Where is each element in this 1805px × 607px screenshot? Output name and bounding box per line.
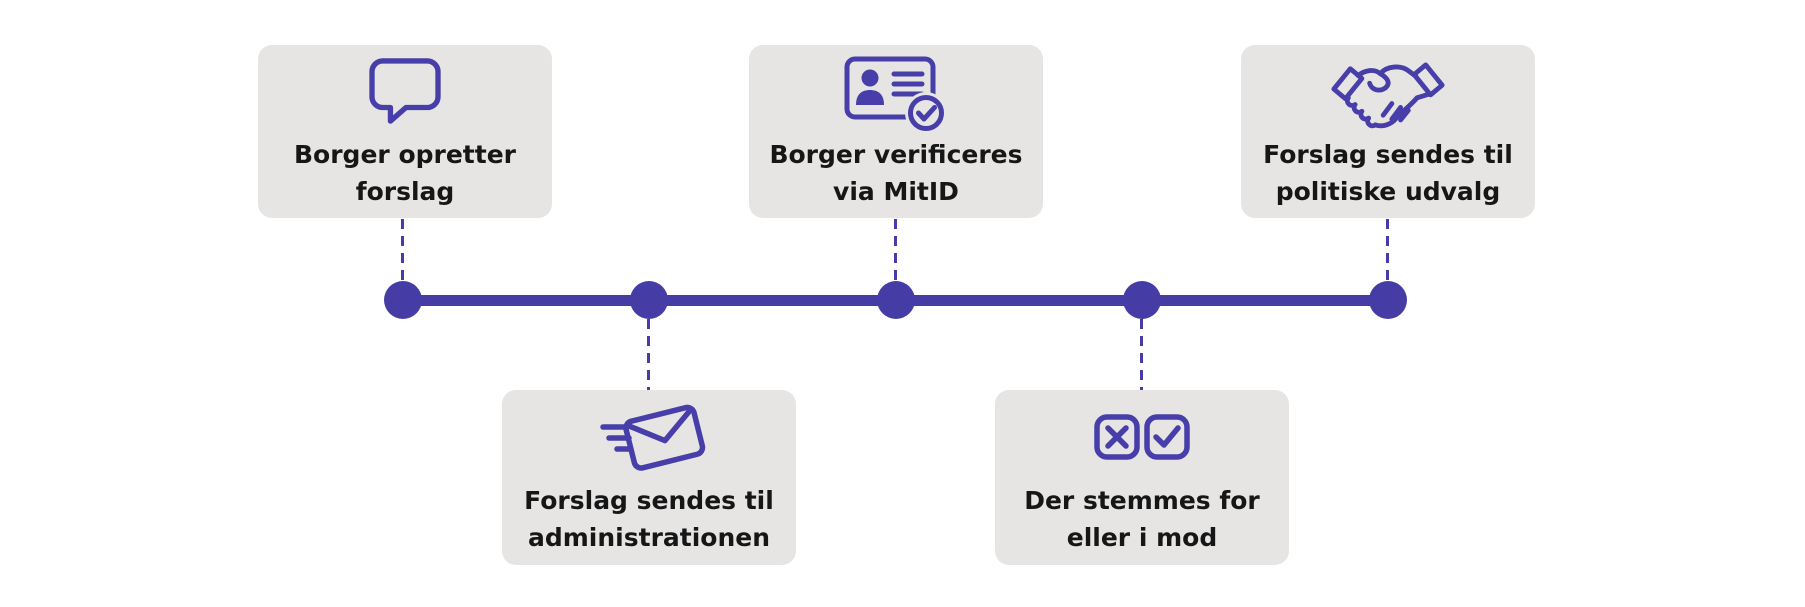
step-label-1: Borger opretter forslag bbox=[294, 136, 516, 210]
step-label-line: politiske udvalg bbox=[1275, 176, 1501, 206]
step-label-5: Forslag sendes til politiske udvalg bbox=[1263, 136, 1513, 210]
vote-checkboxes-icon bbox=[1094, 400, 1190, 474]
connector-step-5 bbox=[1386, 219, 1389, 282]
timeline-dot-1 bbox=[384, 281, 422, 319]
connector-step-4 bbox=[1140, 319, 1143, 390]
connector-step-2 bbox=[647, 319, 650, 390]
step-label-line: Der stemmes for bbox=[1024, 485, 1260, 515]
step-label-line: Borger verificeres bbox=[769, 139, 1023, 169]
connector-step-1 bbox=[401, 219, 404, 282]
step-label-line: via MitID bbox=[833, 176, 959, 206]
step-label-line: Forslag sendes til bbox=[524, 485, 774, 515]
timeline-dot-4 bbox=[1123, 281, 1161, 319]
step-card-4: Der stemmes for eller i mod bbox=[995, 390, 1289, 565]
timeline-dot-2 bbox=[630, 281, 668, 319]
step-card-1: Borger opretter forslag bbox=[258, 45, 552, 218]
envelope-send-icon bbox=[593, 400, 706, 474]
handshake-icon bbox=[1329, 54, 1447, 128]
step-card-5: Forslag sendes til politiske udvalg bbox=[1241, 45, 1535, 218]
connector-step-3 bbox=[894, 219, 897, 282]
step-label-2: Forslag sendes til administrationen bbox=[524, 482, 774, 556]
step-label-line: Forslag sendes til bbox=[1263, 139, 1513, 169]
step-label-3: Borger verificeres via MitID bbox=[769, 136, 1022, 210]
step-label-4: Der stemmes for eller i mod bbox=[1024, 482, 1260, 556]
step-label-line: administrationen bbox=[527, 522, 771, 552]
step-label-line: Borger opretter bbox=[294, 139, 516, 169]
step-card-2: Forslag sendes til administrationen bbox=[502, 390, 796, 565]
id-card-verified-icon bbox=[844, 54, 948, 134]
step-card-3: Borger verificeres via MitID bbox=[749, 45, 1043, 218]
step-label-line: forslag bbox=[355, 176, 455, 206]
timeline-dot-3 bbox=[877, 281, 915, 319]
step-label-line: eller i mod bbox=[1066, 522, 1218, 552]
speech-bubble-icon bbox=[369, 54, 441, 128]
timeline-dot-5 bbox=[1369, 281, 1407, 319]
